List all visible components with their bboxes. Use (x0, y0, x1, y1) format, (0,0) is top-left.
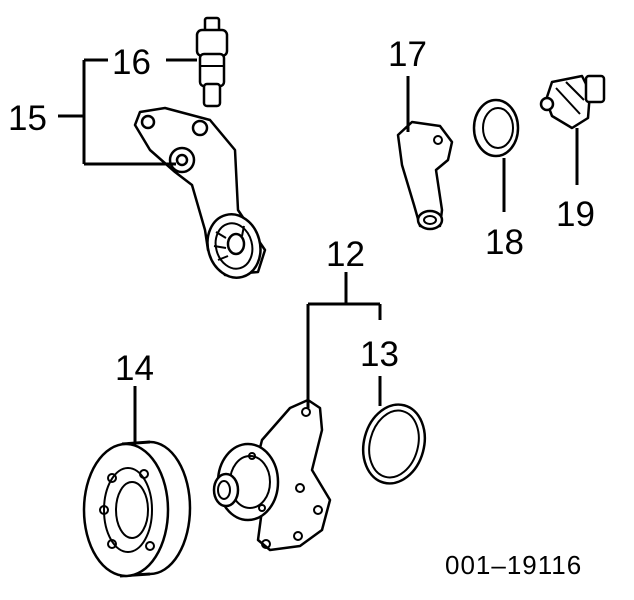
part-19-thermostat (539, 74, 606, 130)
callout-12: 12 (326, 235, 365, 274)
callout-15: 15 (8, 99, 47, 138)
part-12-water-pump (212, 398, 332, 552)
part-15-tensioner (133, 106, 267, 279)
drawing-code: 001–19116 (445, 550, 582, 580)
part-18-gasket (472, 98, 520, 158)
part-14-pulley (82, 440, 192, 578)
callout-14: 14 (115, 349, 154, 388)
callout-19: 19 (556, 195, 595, 234)
part-16-damper (195, 16, 229, 108)
leader-lines (58, 58, 579, 444)
callout-17: 17 (388, 35, 427, 74)
callouts: 15 16 17 18 19 12 13 14 (8, 35, 595, 388)
part-17-water-outlet (396, 120, 454, 231)
callout-18: 18 (485, 223, 524, 262)
part-13-o-ring (361, 403, 427, 485)
callout-13: 13 (360, 335, 399, 374)
callout-16: 16 (112, 43, 151, 82)
